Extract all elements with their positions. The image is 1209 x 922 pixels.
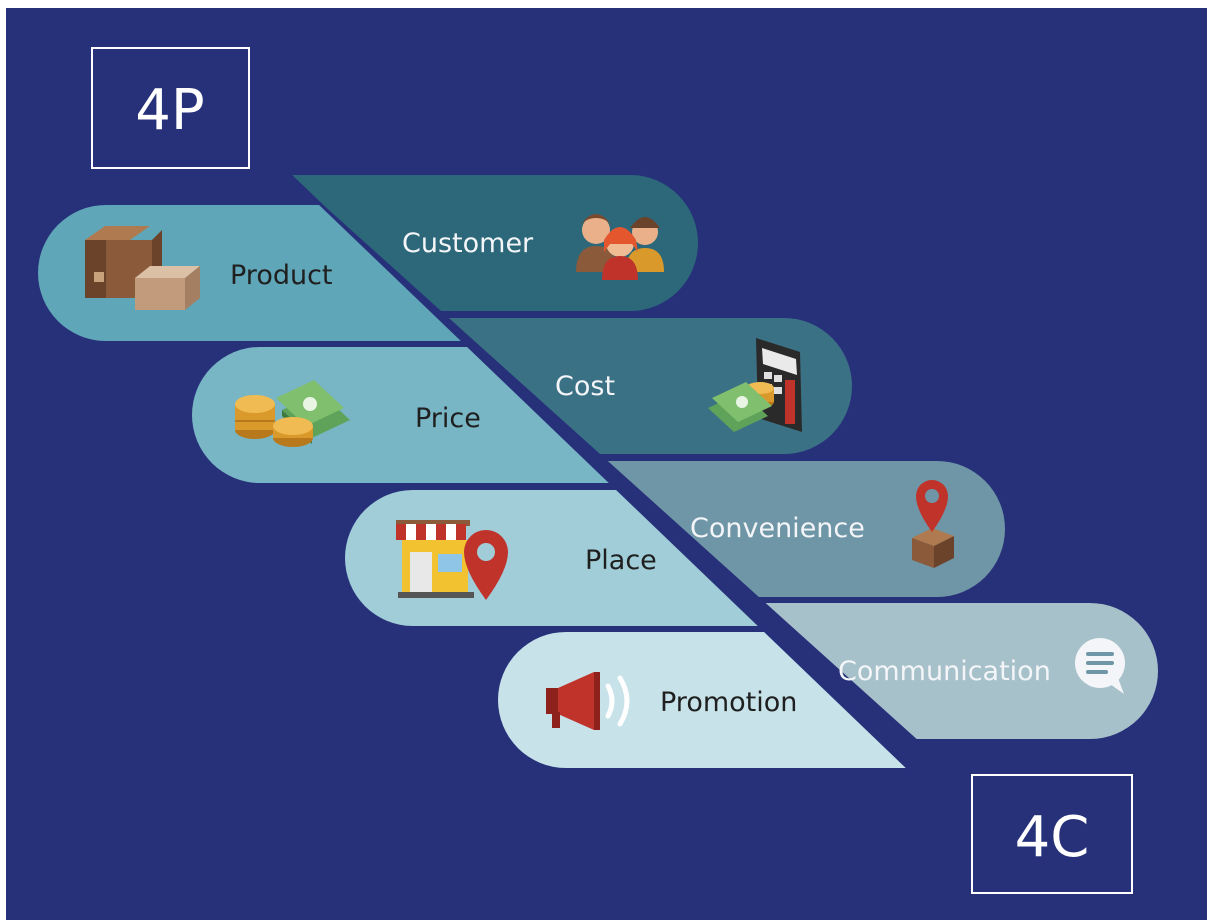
boxes-icon xyxy=(85,226,200,310)
c-label-cost: Cost xyxy=(555,371,615,402)
header-4p-label: 4P xyxy=(135,78,204,143)
header-4c-label: 4C xyxy=(1015,805,1090,870)
header-4p: 4P xyxy=(91,47,250,169)
people-icon xyxy=(576,214,664,280)
p-label-price: Price xyxy=(415,403,481,434)
p-label-promotion: Promotion xyxy=(660,687,797,718)
storefront-location-icon xyxy=(396,520,508,600)
c-label-customer: Customer xyxy=(402,228,534,259)
c-label-convenience: Convenience xyxy=(690,513,865,544)
calculator-money-icon xyxy=(708,338,802,432)
header-4c: 4C xyxy=(971,774,1133,894)
money-coins-icon xyxy=(235,380,350,447)
diagonal-divider xyxy=(288,173,912,772)
parcel-pin-icon xyxy=(912,480,954,568)
p-label-place: Place xyxy=(585,545,657,576)
c-label-communication: Communication xyxy=(838,656,1051,687)
megaphone-icon xyxy=(546,672,630,730)
speech-bubble-icon xyxy=(1075,638,1125,694)
p-label-product: Product xyxy=(230,260,333,291)
